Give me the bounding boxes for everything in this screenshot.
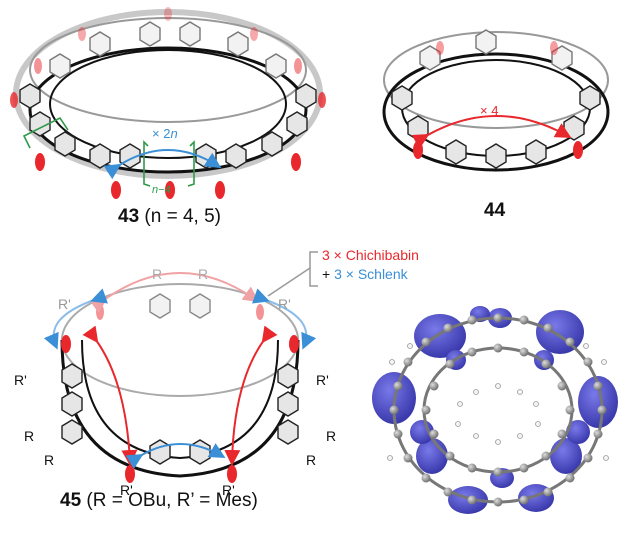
spin-density-model [372, 306, 618, 514]
ring-44-hexagons [391, 29, 601, 169]
annotation-schlenk-row: + 3 × Schlenk [322, 265, 419, 284]
bracket-43-right [143, 140, 151, 187]
ring-45-front [60, 339, 300, 478]
annotation-bracket [267, 251, 318, 297]
ring-45-back [61, 283, 299, 397]
sub-R-right-1: R [326, 428, 337, 444]
p-orbitals-45 [61, 304, 299, 483]
multiplier-43-text: × 2 [152, 126, 171, 141]
hydrogen-atoms [387, 343, 609, 461]
arrow-44-red [411, 115, 572, 149]
sub-Rp-mid-left: R' [14, 372, 27, 388]
arrow-45-left-red [82, 325, 138, 466]
macrocycle-45 [43, 272, 317, 483]
sub-R-right-2: R [306, 452, 317, 468]
annotation-plus: + [322, 266, 335, 282]
sub-Rp-mid-right: R' [316, 372, 329, 388]
sub-Rp-bottom-left: R' [120, 482, 133, 498]
sub-Rp-bottom-right: R' [222, 482, 235, 498]
arrow-45-bottom-blue [125, 443, 226, 470]
ring-43-inner [49, 49, 287, 159]
sub-R-left-2: R [44, 452, 55, 468]
carbon-atoms [389, 313, 607, 507]
compound-43-condition: (n = 4, 5) [144, 206, 221, 227]
arrow-45-top-pink [89, 272, 260, 314]
sub-Rp-top-right: R' [278, 296, 291, 312]
label-43: 43 (n = 4, 5) [118, 206, 221, 228]
macrocycle-44 [382, 29, 610, 172]
annotation-chichibabin: 3 × Chichibabin [322, 247, 419, 263]
bracket-43-right2 [187, 140, 195, 187]
label-45: 45 (R = OBu, R’ = Mes) [60, 490, 258, 512]
ring-43-hexagons [19, 21, 317, 169]
sub-Rp-top-left: R' [58, 296, 71, 312]
multiplier-43: × 2n [152, 126, 178, 141]
multiplier-43-var: n [170, 126, 178, 141]
p-orbitals-43 [10, 7, 326, 199]
ring-43-back [29, 17, 307, 123]
ring-45-inner [81, 339, 279, 460]
arrow-43-blue [103, 149, 222, 180]
multiplier-44: × 4 [480, 103, 499, 118]
compound-45-condition: (R = OBu, R’ = Mes) [86, 490, 258, 511]
sub-R-top-left: R [152, 266, 163, 282]
label-44: 44 [484, 200, 506, 221]
sub-R-top-right: R [198, 266, 209, 282]
subscript-43: n−4 [152, 184, 171, 196]
macrocycle-43 [10, 7, 326, 199]
orbital-lobes [372, 306, 618, 514]
annotation-block: 3 × Chichibabin + 3 × Schlenk [322, 246, 419, 284]
ring-43-front [28, 46, 308, 174]
bracket-43-left [22, 116, 69, 149]
annotation-schlenk: 3 × Schlenk [334, 266, 408, 282]
compound-43-number: 43 [118, 206, 140, 227]
compound-45-number: 45 [60, 490, 82, 511]
sub-R-left-1: R [24, 428, 35, 444]
arrow-45-right-red [224, 325, 278, 466]
bond-ring-inner [422, 346, 574, 474]
arrow-45-right-blue [251, 288, 317, 350]
arrow-45-left-blue [43, 288, 109, 350]
ring-44-front [382, 52, 610, 172]
